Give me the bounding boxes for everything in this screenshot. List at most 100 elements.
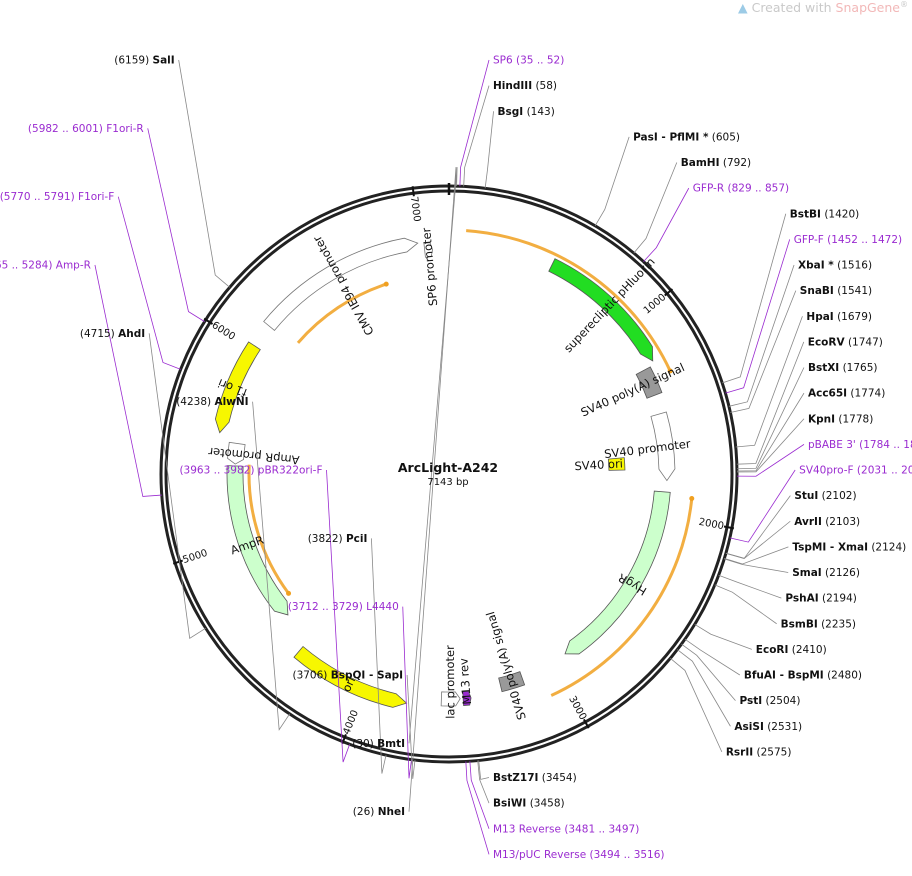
scale-tick-label-4000: 4000 bbox=[341, 709, 361, 737]
site-name: M13 Reverse bbox=[493, 823, 561, 835]
site-leader-kpni bbox=[736, 418, 805, 473]
site-label-sp6: SP6 (35 .. 52) bbox=[493, 55, 564, 67]
orf-arc-1 bbox=[550, 498, 694, 697]
site-position: (5982 .. 6001) bbox=[28, 123, 103, 135]
site-position: (3454) bbox=[542, 772, 577, 784]
site-label-tspmi: TspMI - XmaI (2124) bbox=[792, 541, 906, 553]
site-name: BmtI bbox=[377, 738, 405, 750]
site-label-avrii: AvrII (2103) bbox=[794, 516, 860, 528]
registered-mark: ® bbox=[900, 0, 908, 9]
site-label-pbr322ori-f: (3963 .. 3982) pBR322ori-F bbox=[179, 465, 322, 477]
site-label-stui: StuI (2102) bbox=[794, 490, 856, 502]
site-position: (1774) bbox=[850, 388, 885, 400]
site-extra: - PflMI * bbox=[658, 131, 709, 143]
site-label-m13-reverse: M13 Reverse (3481 .. 3497) bbox=[493, 823, 639, 835]
site-leader-bfuai bbox=[684, 638, 741, 676]
site-name: Amp-R bbox=[56, 260, 91, 272]
site-leader-bspqi bbox=[406, 674, 416, 779]
site-leader-sv40pro-f bbox=[729, 469, 796, 543]
site-position: (3822) bbox=[308, 533, 343, 545]
feature-sv40-poly-a-signal-5 bbox=[498, 671, 526, 693]
site-name: PciI bbox=[346, 533, 367, 545]
site-position: (2480) bbox=[827, 670, 862, 682]
site-leader-bamhi bbox=[633, 162, 678, 254]
site-leader-f1ori-r bbox=[147, 128, 205, 322]
site-position: (2126) bbox=[825, 567, 860, 579]
site-leader-bstz17i bbox=[478, 760, 490, 780]
site-position: (829 .. 857) bbox=[727, 183, 789, 195]
site-leader-pbr322ori-f bbox=[326, 469, 351, 763]
site-position: (3712 .. 3729) bbox=[288, 601, 363, 613]
scale-tick-label-6000: 6000 bbox=[210, 320, 237, 343]
site-position: (3706) bbox=[292, 670, 327, 682]
site-leader-bsiwi bbox=[477, 760, 490, 804]
site-label-amp-r: (5265 .. 5284) Amp-R bbox=[0, 260, 91, 272]
site-name: EcoRI bbox=[756, 644, 789, 656]
site-leader-m13-reverse bbox=[469, 761, 490, 829]
site-label-smai: SmaI (2126) bbox=[792, 567, 860, 579]
site-leader-pbabe-3 bbox=[736, 444, 805, 477]
scale-tick-label-5000: 5000 bbox=[181, 548, 209, 566]
site-label-bmti: (30) BmtI bbox=[352, 738, 405, 750]
site-position: (1784 .. 1804) bbox=[859, 439, 912, 451]
site-label-snabi: SnaBI (1541) bbox=[800, 285, 872, 297]
site-labels: SP6 (35 .. 52)HindIII (58)BsgI (143)PasI… bbox=[0, 55, 912, 861]
site-label-pcii: (3822) PciI bbox=[308, 533, 368, 545]
site-position: (1541) bbox=[837, 285, 872, 297]
plasmid-name: ArcLight-A242 bbox=[398, 460, 498, 475]
site-leader-bsmbi bbox=[714, 584, 777, 625]
feature-m13-rev-6 bbox=[462, 690, 472, 706]
site-position: (35 .. 52) bbox=[516, 55, 564, 67]
site-name: PshAI bbox=[785, 593, 818, 605]
feature-sp6-promoter-13 bbox=[423, 242, 434, 258]
feature-superecliptic-phluorin-0 bbox=[548, 258, 654, 362]
site-position: (5265 .. 5284) bbox=[0, 260, 52, 272]
site-label-bstbi: BstBI (1420) bbox=[790, 208, 859, 220]
site-leader-m13-puc-reverse bbox=[465, 761, 490, 855]
site-leader-psti bbox=[681, 643, 736, 701]
site-name: BamHI bbox=[681, 157, 720, 169]
site-position: (1747) bbox=[848, 336, 883, 348]
scale-tick-label-7000: 7000 bbox=[408, 196, 422, 223]
site-extra: - XmaI bbox=[826, 541, 868, 553]
feature-label-m13-rev-6: M13 rev bbox=[456, 657, 474, 705]
site-name: AhdI bbox=[118, 328, 145, 340]
site-position: (605) bbox=[712, 131, 740, 143]
site-leader-smai bbox=[724, 558, 789, 573]
site-position: (1679) bbox=[837, 311, 872, 323]
site-leader-gfp-r bbox=[643, 187, 690, 262]
feature-sv40-ori-3 bbox=[607, 457, 626, 471]
site-label-bsmbi: BsmBI (2235) bbox=[781, 618, 856, 630]
site-position: (1420) bbox=[824, 208, 859, 220]
site-label-acc65i: Acc65I (1774) bbox=[808, 388, 885, 400]
orf-arc-end-2 bbox=[383, 281, 389, 287]
site-leader-hpai bbox=[735, 316, 803, 448]
site-label-bfuai: BfuAI - BspMI (2480) bbox=[744, 670, 862, 682]
site-name: pBABE 3' bbox=[808, 439, 856, 451]
site-leader-avrii bbox=[725, 520, 791, 560]
site-leader-pshai bbox=[718, 574, 782, 599]
site-position: (2103) bbox=[825, 516, 860, 528]
site-leader-ecorv bbox=[736, 341, 805, 465]
site-leader-xbai bbox=[728, 264, 795, 407]
site-position: (3458) bbox=[530, 798, 565, 810]
site-label-f1ori-r: (5982 .. 6001) F1ori-R bbox=[28, 123, 144, 135]
site-position: (1452 .. 1472) bbox=[827, 234, 902, 246]
site-label-bsgi: BsgI (143) bbox=[498, 106, 555, 118]
site-name: PstI bbox=[739, 695, 762, 707]
site-position: (2575) bbox=[757, 746, 792, 758]
site-leader-snabi bbox=[730, 290, 797, 413]
feature-cmv-ie94-promoter-12 bbox=[263, 237, 419, 331]
site-extra: - BspMI bbox=[776, 670, 824, 682]
site-leader-sp6 bbox=[459, 59, 490, 187]
site-label-psti: PstI (2504) bbox=[739, 695, 800, 707]
site-name: BsiWI bbox=[493, 798, 526, 810]
orf-arc-3 bbox=[247, 464, 290, 595]
scale-tick-label-1000: 1000 bbox=[642, 292, 669, 317]
site-name: TspMI bbox=[792, 541, 826, 553]
site-leader-asisi bbox=[677, 649, 731, 727]
site-label-kpni: KpnI (1778) bbox=[808, 413, 873, 425]
feature-f1-ori-11 bbox=[214, 341, 261, 434]
site-name: AsiSI bbox=[734, 721, 763, 733]
site-label-hpai: HpaI (1679) bbox=[806, 311, 872, 323]
